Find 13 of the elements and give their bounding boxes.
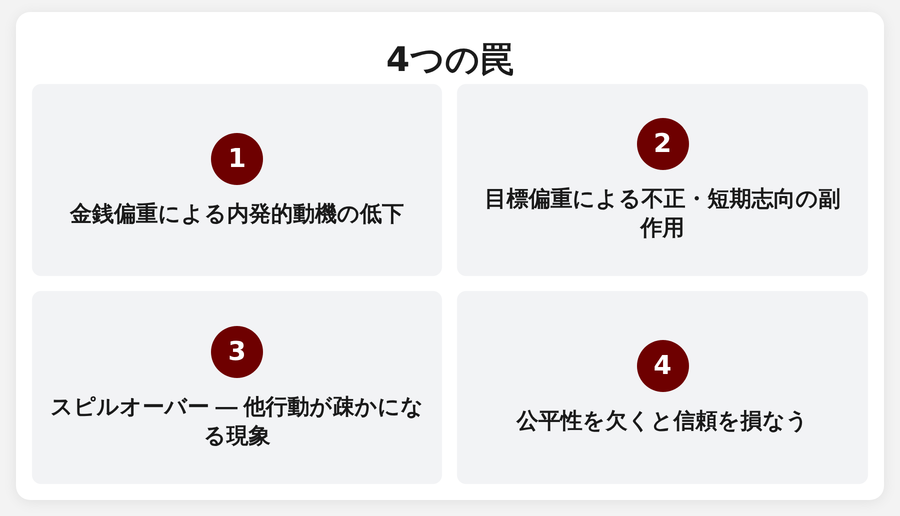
title: 4つの罠: [385, 39, 515, 82]
card-text: 公平性を欠くと信頼を損なう: [515, 407, 810, 435]
card: [32, 84, 442, 276]
number-badge: 2: [636, 118, 688, 170]
card: [457, 291, 868, 484]
card: [457, 84, 868, 276]
number-badge: 1: [211, 132, 263, 184]
number-badge: 3: [211, 326, 263, 378]
card-text: 金銭偏重による内発的動機の低下: [68, 200, 405, 228]
card-text: 目標偏重による不正・短期志向の副作用: [484, 185, 842, 242]
card-text: スピルオーバー — 他行動が疎かになる現象: [50, 392, 424, 450]
number-badge: 4: [636, 340, 688, 392]
card: [32, 291, 442, 484]
